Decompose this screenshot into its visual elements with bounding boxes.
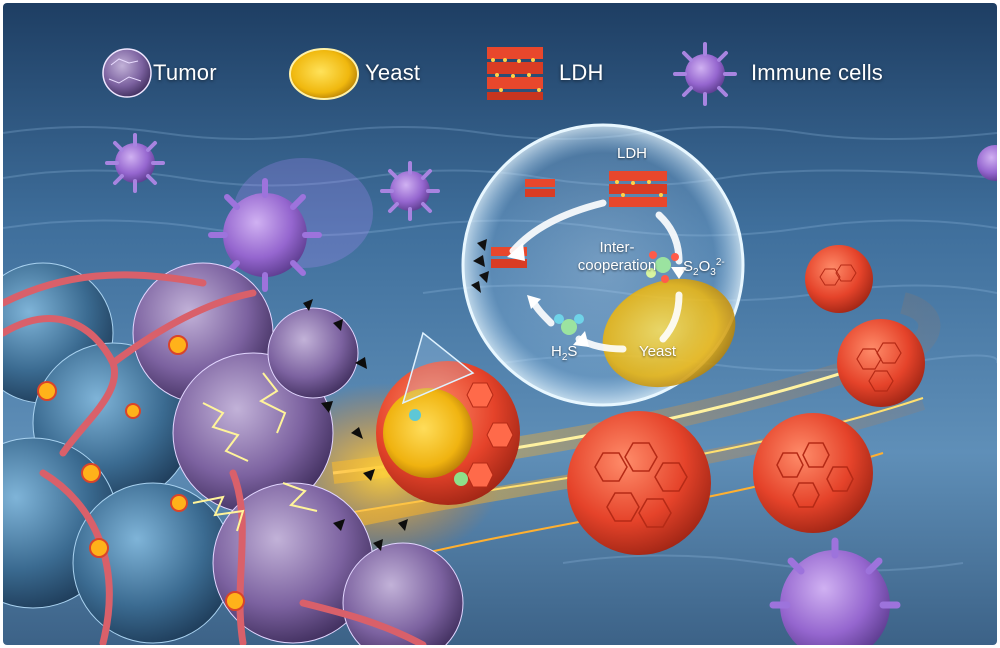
legend-ldh: LDH — [559, 53, 604, 93]
tumor-hotspots — [37, 335, 245, 611]
intercooperation-line1: Inter- — [599, 239, 635, 256]
h2s-label: H2S — [551, 343, 577, 363]
thiosulfate-o: O — [698, 258, 711, 275]
h2s-sub: 2 — [561, 352, 568, 363]
ldh-sphere-1 — [567, 411, 711, 555]
thiosulfate-s: S — [683, 258, 694, 275]
bubble-yeast-label: Yeast — [639, 343, 676, 360]
illustration-frame: Tumor Yeast LDH Immune cells LDH Inter- … — [3, 3, 997, 645]
thiosulfate-molecule-icon — [646, 251, 679, 283]
h2s-h: H — [551, 343, 562, 360]
legend-tumor: Tumor — [153, 53, 217, 93]
immune-cell-bottom-right — [769, 537, 901, 645]
bubble-ldh-label: LDH — [617, 145, 648, 162]
scene-canvas — [3, 3, 997, 645]
immune-cell-small-2 — [380, 161, 440, 221]
ldh-sphere-attacking — [376, 361, 520, 505]
legend-ldh-label: LDH — [559, 60, 604, 85]
lightning-discharges — [192, 372, 318, 532]
immune-cell-large — [208, 158, 373, 292]
intercooperation-label: Inter- cooperation — [567, 239, 667, 275]
legend-yeast-label: Yeast — [365, 60, 421, 85]
blood-vessels — [3, 271, 427, 645]
legend-immune-label: Immune cells — [751, 60, 883, 85]
bubble-ldh-degraded — [471, 239, 527, 293]
thiosulfate-sub2: 3 — [710, 267, 716, 278]
mechanism-bubble — [401, 123, 745, 407]
ldh-legend-icon — [487, 47, 543, 100]
thiosulfate-sub1: 2 — [693, 267, 699, 278]
thiosulfate-label: S2O32- — [683, 257, 725, 278]
bubble-ldh-stack — [609, 171, 667, 207]
tumor-mass — [3, 262, 464, 645]
h2s-molecule-icon — [554, 314, 584, 335]
yeast-legend-icon — [289, 48, 359, 100]
immune-cell-legend-icon — [673, 42, 737, 106]
legend-yeast: Yeast — [365, 53, 420, 93]
legend-tumor-label: Tumor — [153, 60, 217, 85]
immune-cell-edge — [977, 145, 997, 181]
tumor-legend-icon — [102, 48, 152, 98]
bubble-ldh-small — [525, 179, 555, 197]
ldh-sphere-3 — [837, 319, 925, 407]
legend-immune-cells: Immune cells — [751, 53, 883, 93]
thiosulfate-charge: 2- — [715, 257, 725, 268]
immune-cell-small-1 — [105, 133, 165, 193]
intercooperation-line2: cooperation — [577, 257, 657, 274]
ldh-sphere-2 — [753, 413, 873, 533]
ldh-sphere-4 — [805, 245, 873, 313]
h2s-s: S — [567, 343, 578, 360]
